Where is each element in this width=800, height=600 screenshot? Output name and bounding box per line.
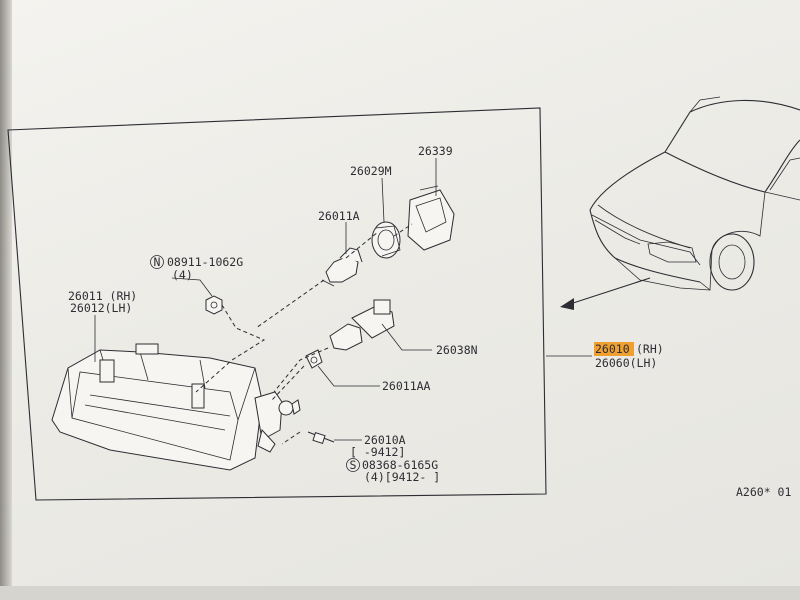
s-marker-circle [346,458,360,472]
screw-26010a [307,431,335,444]
label-26038n: 26038N [436,343,478,357]
leader-26011aa [317,365,380,387]
label-08911-qty: (4) [172,268,193,282]
leader-nut [195,304,266,393]
bottom-strip [0,586,800,600]
label-26010a: 26010A [364,433,406,447]
nut-08911 [205,295,223,315]
n-marker: N [154,255,161,269]
label-08368-qty: (4)[9412- ] [364,470,440,484]
label-26010a-range: [ -9412] [350,445,405,459]
cap-26029m [371,221,401,259]
label-assembly-number: 26010 [595,342,630,356]
label-08911: 08911-1062G [167,255,243,269]
label-26339: 26339 [418,144,453,158]
label-26011a: 26011A [318,209,360,223]
leader-screw [281,431,301,445]
figure-code: A260* 01 [736,485,791,499]
leader-bulb-a [255,279,325,329]
leader-08911 [171,277,213,297]
headlamp-housing [51,343,301,471]
bulb-26038n [329,299,395,351]
label-assembly-rh: (RH) [636,342,664,356]
label-assembly-lh: 26060(LH) [595,356,657,370]
label-26029m: 26029M [350,164,392,178]
leader-bulb-aa [271,365,305,401]
leader-retainer [393,223,413,237]
label-08368: 08368-6165G [362,458,438,472]
leader-bulb-n [273,347,329,393]
leader-26029m [381,177,385,223]
label-26011-rh: 26011 (RH) [68,289,137,303]
retainer-26339 [407,185,455,251]
diagram-frame [7,107,547,501]
bulb-26011a [321,247,363,287]
search-highlight [594,342,634,356]
label-26012-lh: 26012(LH) [70,301,132,315]
bulb-26011aa [305,349,323,369]
car-illustration [560,96,800,310]
n-marker-circle [150,255,164,269]
label-26011aa: 26011AA [382,379,431,393]
leader-26038n [381,323,432,351]
s-marker: S [350,458,357,472]
